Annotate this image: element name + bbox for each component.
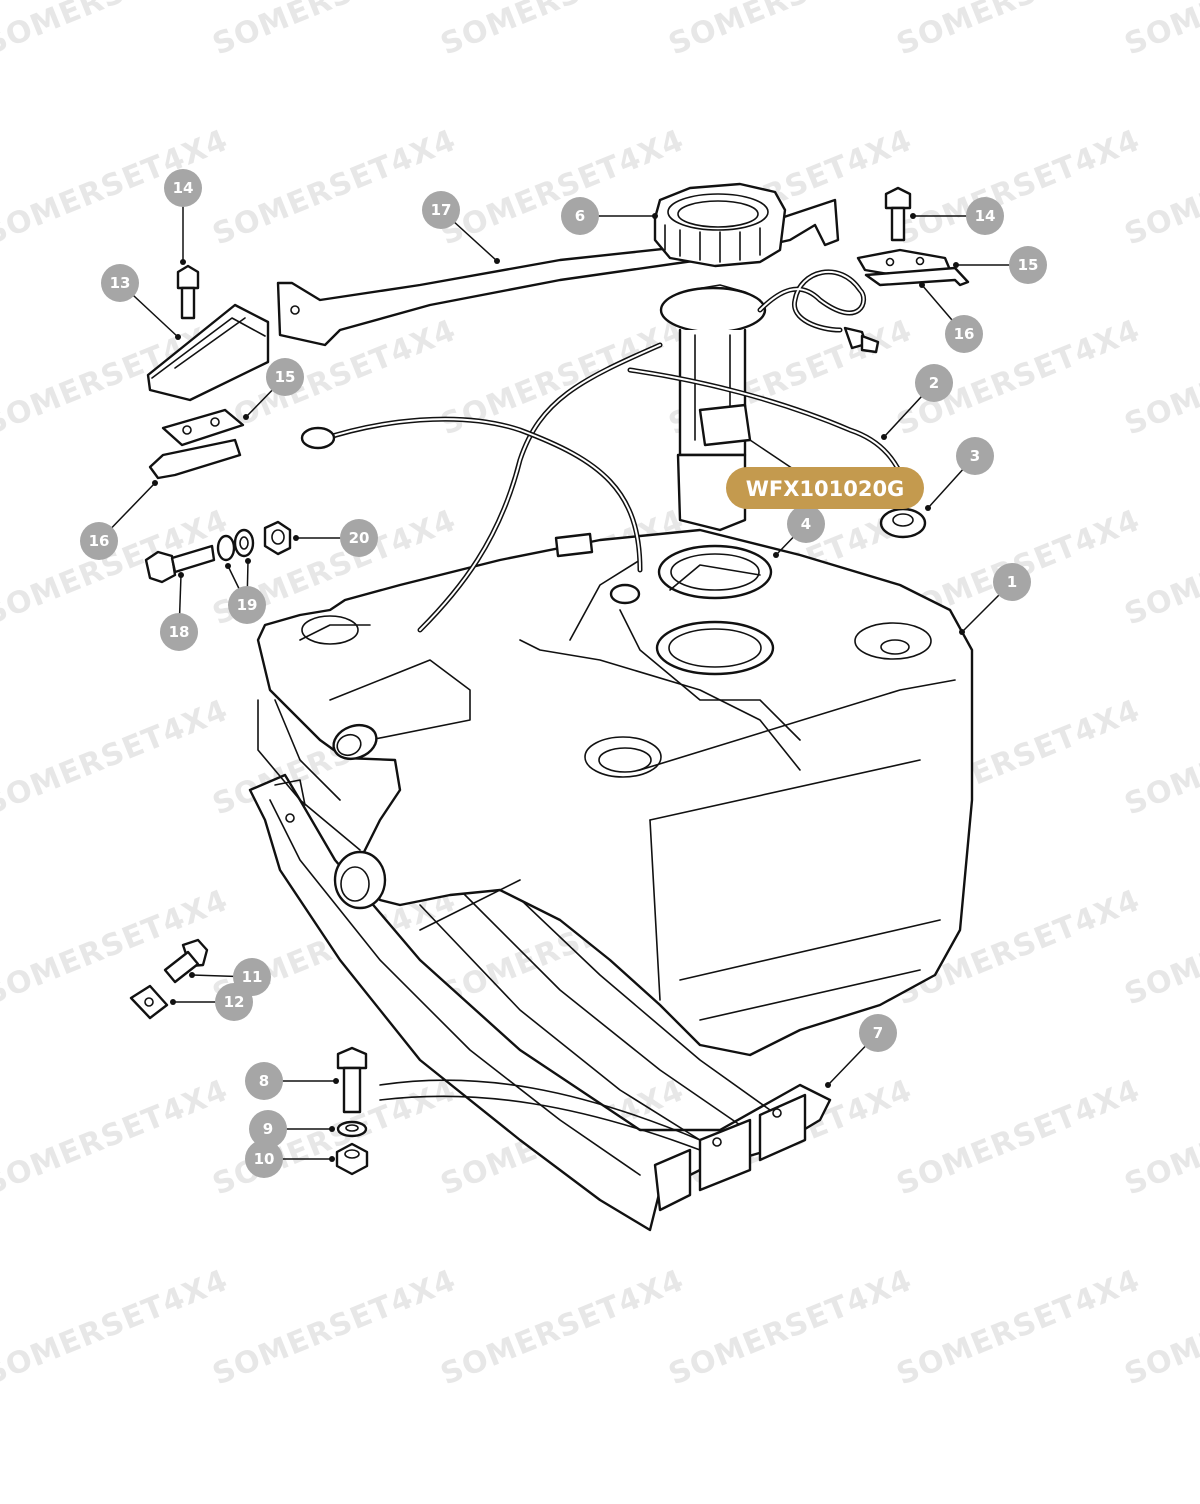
callout-18[interactable]: 18 xyxy=(160,613,198,651)
callout-4[interactable]: 4 xyxy=(787,505,825,543)
watermark-text-0: SOMERSET4X4 xyxy=(0,0,233,62)
callout-19[interactable]: 19 xyxy=(228,586,266,624)
callout-label: 14 xyxy=(173,179,194,197)
watermark-text-10: SOMERSET4X4 xyxy=(892,123,1145,252)
callout-13[interactable]: 13 xyxy=(101,264,139,302)
callout-7[interactable]: 7 xyxy=(859,1014,897,1052)
callout-label: 16 xyxy=(954,325,975,343)
callout-label: 17 xyxy=(431,201,452,219)
washer-9 xyxy=(336,1120,368,1138)
watermark-text-7: SOMERSET4X4 xyxy=(208,123,461,252)
washers-19 xyxy=(216,528,255,562)
watermark-text-24: SOMERSET4X4 xyxy=(0,693,233,822)
tank-cradle xyxy=(248,773,832,1232)
watermark-text-46: SOMERSET4X4 xyxy=(892,1263,1145,1392)
callout-8[interactable]: 8 xyxy=(245,1062,283,1100)
grommet xyxy=(879,507,927,539)
wiring-harness xyxy=(300,342,913,1151)
tank-strap xyxy=(276,198,840,347)
watermark-text-4: SOMERSET4X4 xyxy=(892,0,1145,62)
callout-label: 4 xyxy=(801,515,811,533)
locking-ring xyxy=(653,182,787,268)
callout-label: 16 xyxy=(89,532,110,550)
callout-6[interactable]: 6 xyxy=(561,197,599,235)
watermark-text-36: SOMERSET4X4 xyxy=(0,1073,233,1202)
callout-20[interactable]: 20 xyxy=(340,519,378,557)
callout-label: 6 xyxy=(575,207,585,225)
pump-seal xyxy=(657,544,773,600)
filler-neck-lower xyxy=(333,850,387,910)
callout-label: 12 xyxy=(224,993,245,1011)
clip-16-right xyxy=(864,266,970,287)
bolt-11 xyxy=(163,938,209,984)
clip-nut-12 xyxy=(129,984,169,1020)
watermark-text-37: SOMERSET4X4 xyxy=(208,1073,461,1202)
callout-label: 9 xyxy=(263,1120,273,1138)
callout-label: 2 xyxy=(929,374,939,392)
callout-label: 15 xyxy=(275,368,296,386)
watermark-text-1: SOMERSET4X4 xyxy=(208,0,461,62)
watermark-text-3: SOMERSET4X4 xyxy=(664,0,917,62)
fuel-tank-body xyxy=(256,528,974,1057)
watermark-text-2: SOMERSET4X4 xyxy=(436,0,689,62)
nut-10 xyxy=(335,1142,369,1176)
bolt-8 xyxy=(336,1046,368,1114)
bolt-14-left xyxy=(176,264,200,320)
callout-2[interactable]: 2 xyxy=(915,364,953,402)
callout-15-right[interactable]: 15 xyxy=(1009,246,1047,284)
watermark-text-42: SOMERSET4X4 xyxy=(0,1263,233,1392)
clip-16-left xyxy=(148,438,242,480)
callout-10[interactable]: 10 xyxy=(245,1140,283,1178)
part-number-highlight[interactable]: WFX101020G xyxy=(726,467,924,509)
callout-17[interactable]: 17 xyxy=(422,191,460,229)
callout-3[interactable]: 3 xyxy=(956,437,994,475)
callout-15-left[interactable]: 15 xyxy=(266,358,304,396)
watermark-text-43: SOMERSET4X4 xyxy=(208,1263,461,1392)
callout-16-left[interactable]: 16 xyxy=(80,522,118,560)
callout-14-right[interactable]: 14 xyxy=(966,197,1004,235)
bolt-18 xyxy=(144,544,216,584)
fuel-tank-drawing xyxy=(129,182,974,1232)
watermark-text-14: SOMERSET4X4 xyxy=(436,313,689,442)
callout-label: 19 xyxy=(237,596,258,614)
callout-label: 14 xyxy=(975,207,996,225)
callout-label: 11 xyxy=(242,968,263,986)
callout-label: 20 xyxy=(349,529,370,547)
callout-1[interactable]: 1 xyxy=(993,563,1031,601)
callout-label: 1 xyxy=(1007,573,1017,591)
callout-12[interactable]: 12 xyxy=(215,983,253,1021)
callout-label: 18 xyxy=(169,623,190,641)
part-number-label: WFX101020G xyxy=(746,477,905,501)
callout-label: 3 xyxy=(970,447,980,465)
watermark-text-40: SOMERSET4X4 xyxy=(892,1073,1145,1202)
callout-9[interactable]: 9 xyxy=(249,1110,287,1148)
callout-label: 10 xyxy=(254,1150,275,1168)
callout-label: 15 xyxy=(1018,256,1039,274)
callout-label: 7 xyxy=(873,1024,883,1042)
callout-16-right[interactable]: 16 xyxy=(945,315,983,353)
bolt-14-right xyxy=(884,186,912,242)
leader-dots xyxy=(152,213,965,1162)
plate-15-left xyxy=(161,408,245,447)
filler-neck-upper xyxy=(332,723,378,761)
watermark-text-5: SOMERSET4X4 xyxy=(1120,0,1200,62)
callout-14-left[interactable]: 14 xyxy=(164,169,202,207)
nut-20 xyxy=(263,520,292,556)
watermark-text-8: SOMERSET4X4 xyxy=(436,123,689,252)
watermark-text-45: SOMERSET4X4 xyxy=(664,1263,917,1392)
callout-label: 8 xyxy=(259,1072,269,1090)
callout-label: 13 xyxy=(110,274,131,292)
watermark-text-44: SOMERSET4X4 xyxy=(436,1263,689,1392)
bracket-13 xyxy=(146,303,270,402)
